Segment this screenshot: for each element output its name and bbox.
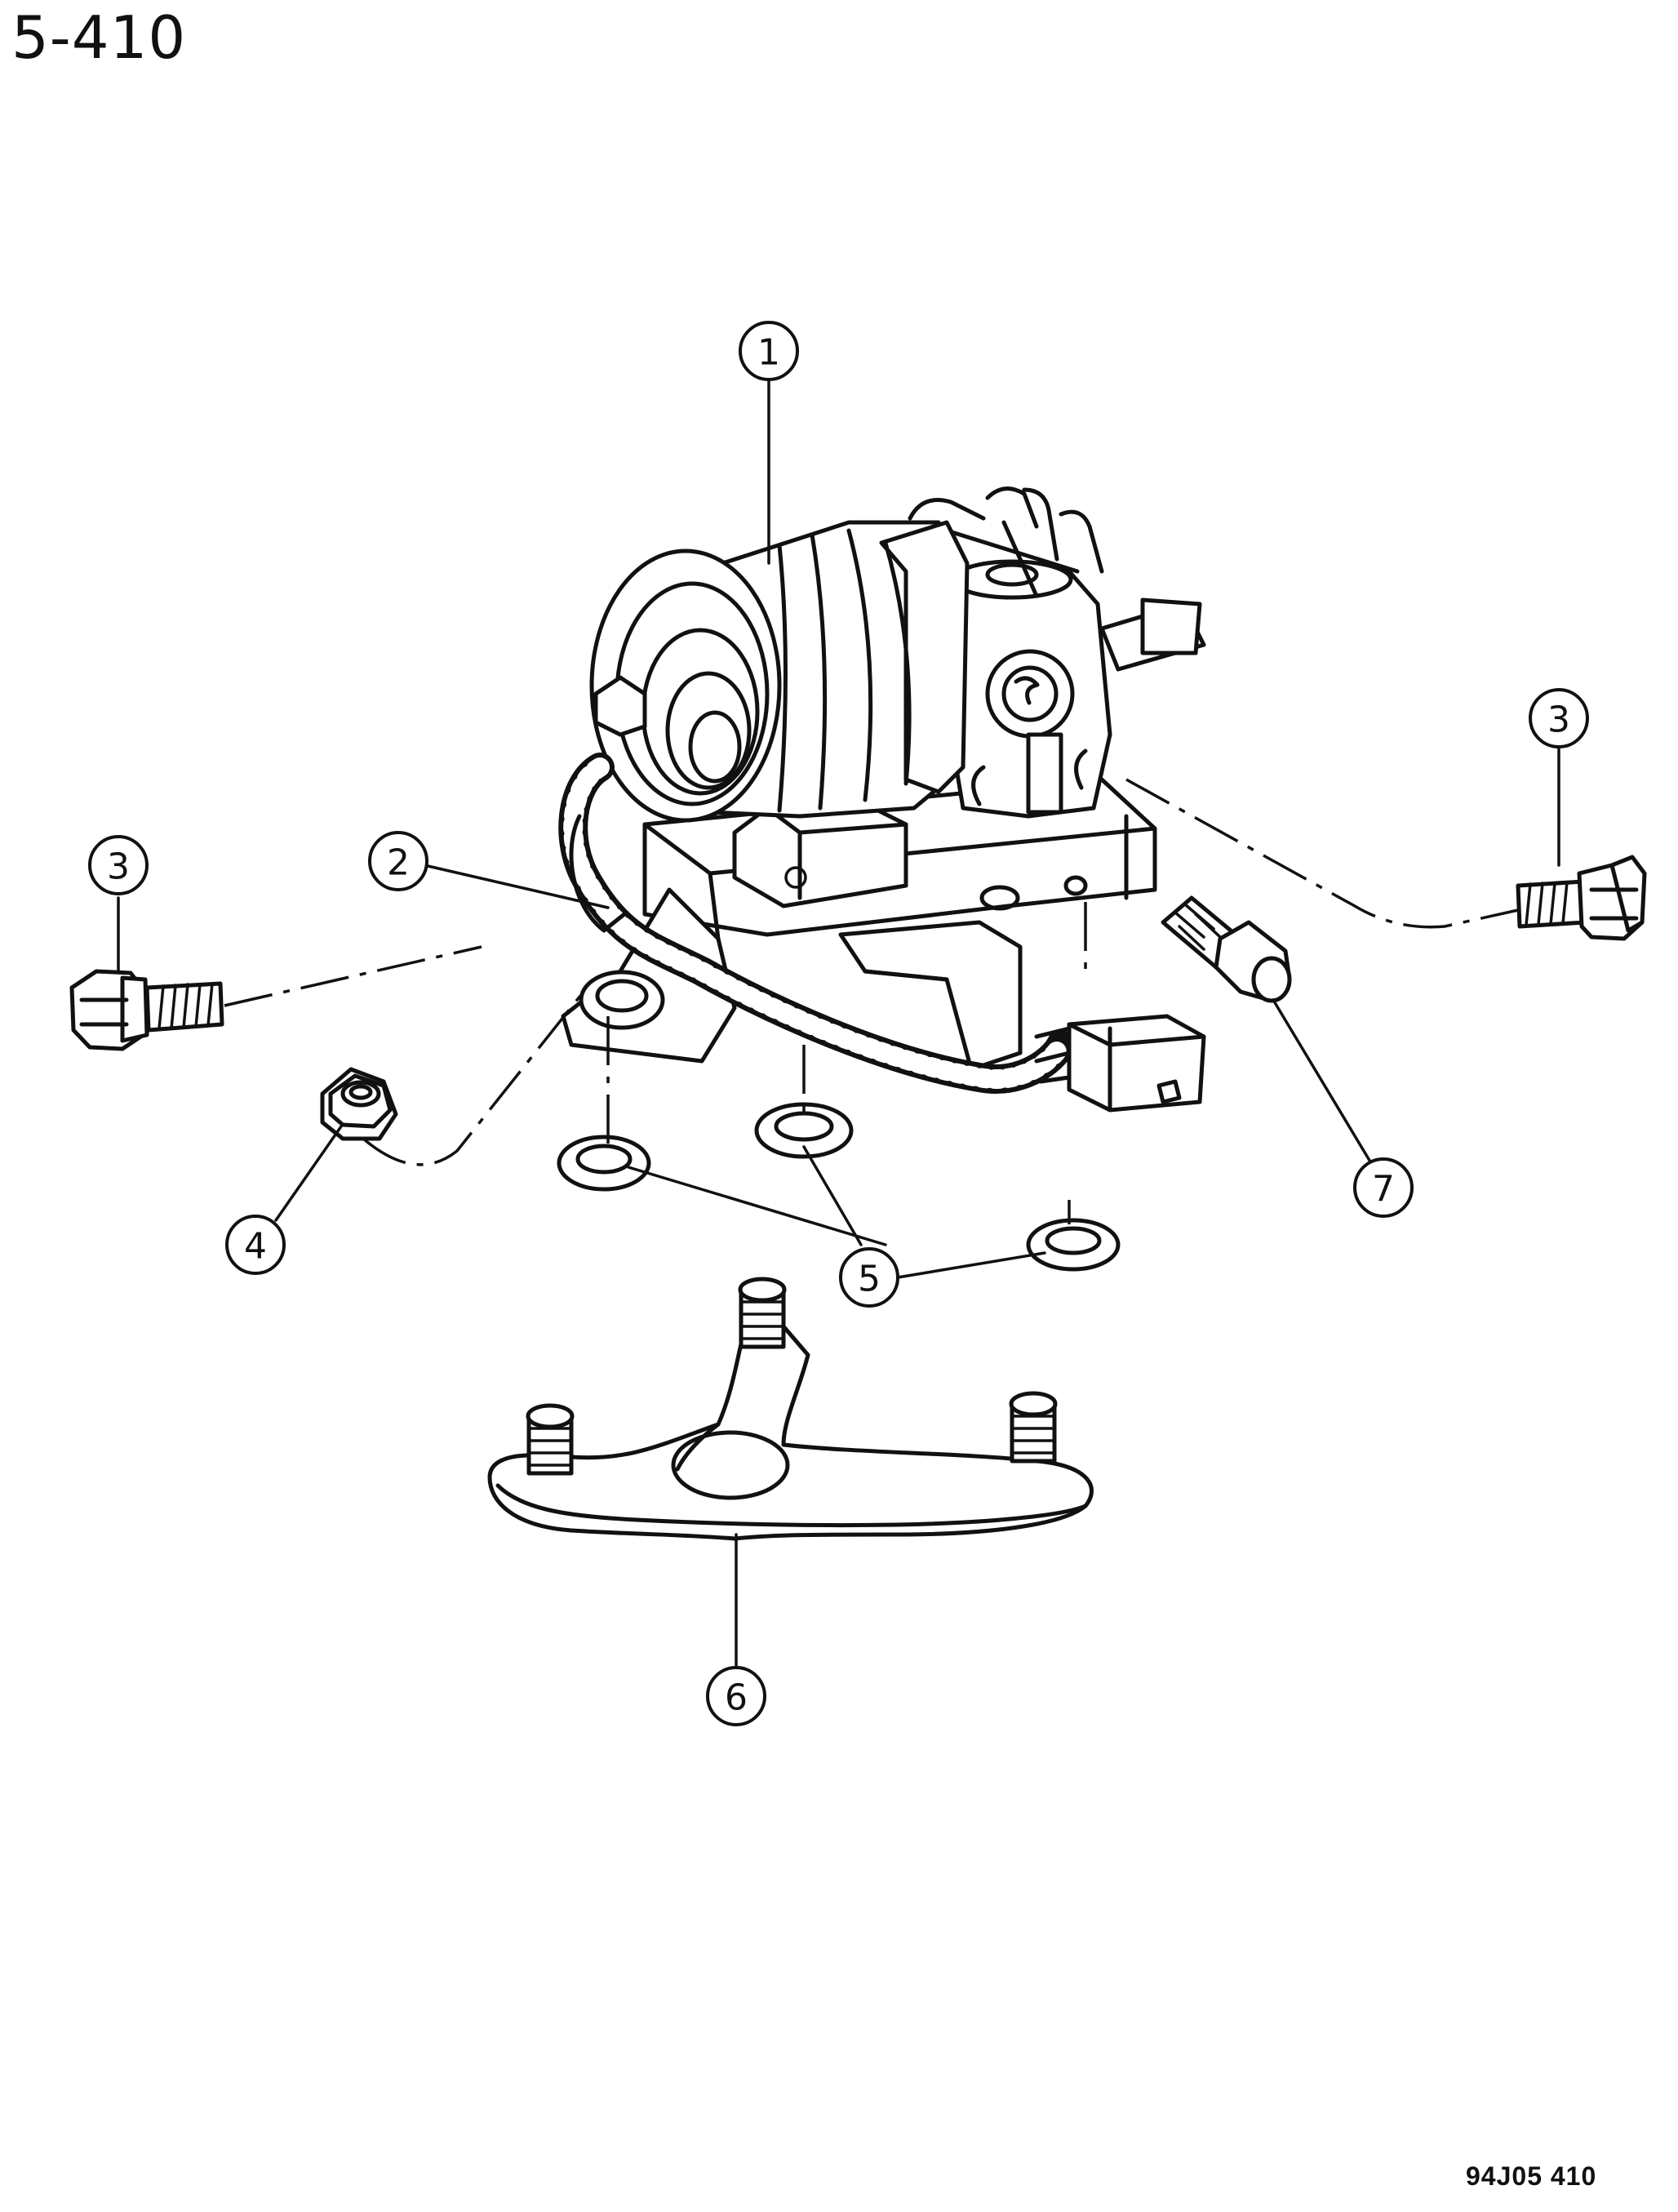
callout-7: 7 bbox=[1353, 1157, 1414, 1218]
svg-text:4: 4 bbox=[244, 1226, 267, 1268]
leader-lines bbox=[117, 378, 1560, 1667]
figure-code: 94J05 410 bbox=[1466, 2161, 1597, 2191]
callout-1: 1 bbox=[739, 321, 799, 381]
svg-text:5: 5 bbox=[858, 1259, 881, 1300]
callout-5: 5 bbox=[839, 1247, 899, 1308]
svg-text:6: 6 bbox=[725, 1677, 748, 1719]
callout-3-right: 3 bbox=[1529, 688, 1589, 748]
grommet-upper-left bbox=[579, 970, 665, 1030]
hydraulic-control-unit bbox=[561, 486, 1206, 1072]
grommet-right bbox=[1026, 1218, 1121, 1272]
svg-text:1: 1 bbox=[757, 332, 780, 374]
grommet-left bbox=[557, 1135, 651, 1192]
callout-4: 4 bbox=[225, 1215, 286, 1275]
callout-2: 2 bbox=[368, 831, 428, 891]
wiring-harness bbox=[558, 753, 1206, 1113]
mounting-bolt-left bbox=[69, 969, 224, 1051]
callout-6: 6 bbox=[706, 1666, 766, 1726]
flange-nut bbox=[320, 1067, 398, 1141]
svg-text:2: 2 bbox=[387, 842, 410, 884]
grommet-center bbox=[754, 1102, 854, 1159]
svg-text:7: 7 bbox=[1372, 1169, 1395, 1210]
mounting-bracket bbox=[487, 1277, 1094, 1541]
page-code: 5-410 bbox=[11, 3, 187, 72]
mounting-bolt-right bbox=[1516, 855, 1647, 941]
svg-text:3: 3 bbox=[107, 846, 130, 888]
stud-bolt bbox=[1161, 895, 1292, 1003]
callout-3-left: 3 bbox=[88, 835, 149, 895]
svg-text:3: 3 bbox=[1547, 700, 1570, 741]
